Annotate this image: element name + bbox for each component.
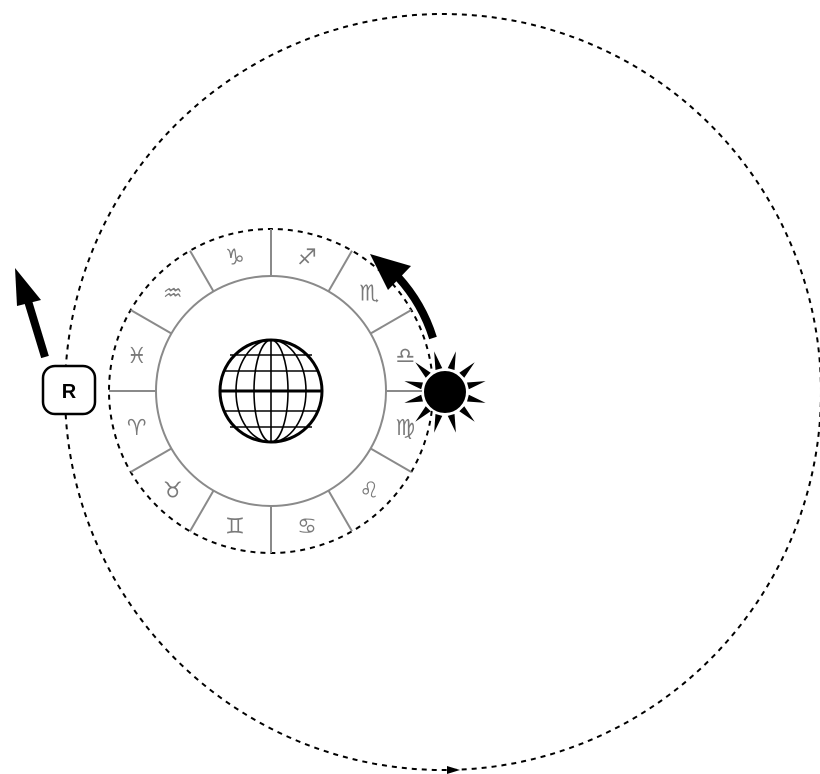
sun-ray [467, 381, 486, 389]
sun-ray [459, 362, 474, 377]
zodiac-divider [329, 491, 353, 532]
zodiac-aquarius-icon: ♒ [163, 282, 183, 307]
zodiac-scorpio-icon: ♏ [359, 282, 379, 307]
sun-ray [448, 414, 456, 433]
zodiac-libra-icon: ♎ [395, 344, 415, 369]
zodiac-pisces-icon: ♓ [127, 344, 147, 369]
zodiac-divider [371, 449, 412, 473]
zodiac-divider [131, 310, 172, 334]
zodiac-virgo-icon: ♍ [395, 416, 415, 441]
zodiac-divider [329, 251, 353, 292]
zodiac-leo-icon: ♌ [359, 478, 379, 503]
retrograde-motion-arrow [15, 268, 45, 357]
sun-ray [404, 395, 423, 403]
retrograde-label: R [62, 381, 77, 403]
sun-ray [434, 414, 442, 433]
retrograde-marker: R [43, 366, 95, 414]
sun-ray [448, 351, 456, 370]
zodiac-taurus-icon: ♉ [163, 478, 183, 503]
outer-orbit-arrowhead [447, 766, 460, 774]
zodiac-cancer-icon: ♋ [297, 514, 317, 539]
sun-ray [467, 395, 486, 403]
zodiac-sagittarius-icon: ♐ [297, 246, 317, 271]
sun-ray [459, 406, 474, 421]
zodiac-divider [371, 310, 412, 334]
zodiac-divider [190, 491, 214, 532]
sun-motion-arrow [370, 254, 433, 338]
sun-ray [434, 351, 442, 370]
zodiac-capricorn-icon: ♑ [225, 246, 245, 271]
zodiac-divider [190, 251, 214, 292]
sun-ray [415, 362, 430, 377]
sun-ray [404, 381, 423, 389]
zodiac-divider [131, 449, 172, 473]
sun-ray [415, 406, 430, 421]
zodiac-aries-icon: ♈ [127, 416, 147, 441]
zodiac-gemini-icon: ♊ [225, 514, 245, 539]
earth-globe-icon [220, 340, 322, 442]
